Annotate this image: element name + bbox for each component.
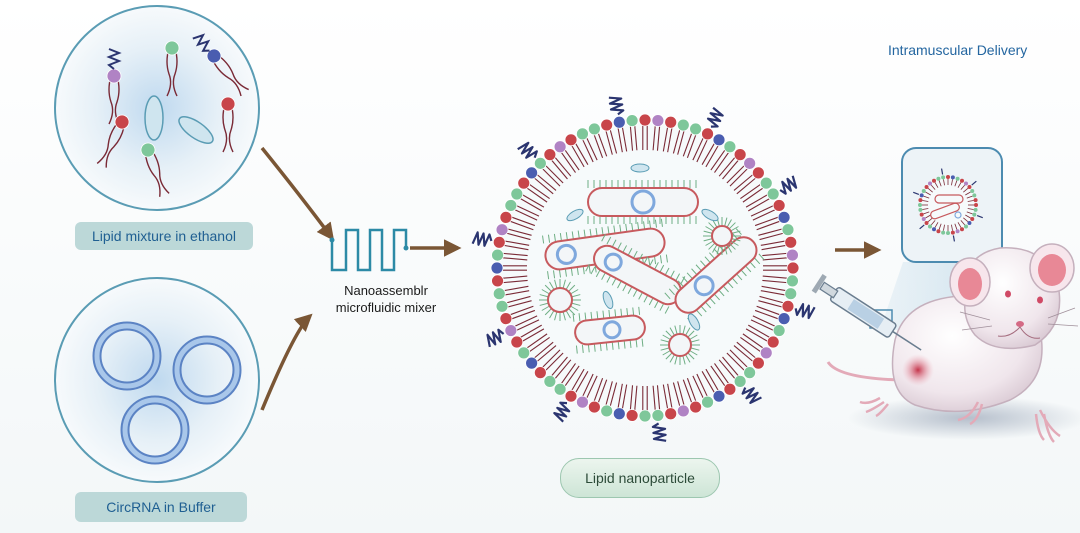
- syringe-icon: [811, 274, 922, 351]
- mini-nanoparticle-icon: [913, 168, 983, 242]
- ethanol-lipid-icon: [96, 33, 249, 197]
- mixer-label-line1: Nanoassemblr: [344, 283, 428, 298]
- lipid-nanoparticle-icon: [471, 96, 816, 442]
- circrna-ring-icon: [92, 321, 242, 465]
- flow-arrows: [260, 146, 882, 411]
- lnp-label: Lipid nanoparticle: [560, 458, 720, 498]
- delivery-title: Intramuscular Delivery: [888, 42, 1028, 58]
- lipid-mixture-panel: [54, 5, 260, 211]
- mixer-label: Nanoassemblr microfluidic mixer: [316, 282, 456, 316]
- mouse-icon: [826, 243, 1080, 443]
- circrna-label: CircRNA in Buffer: [75, 492, 247, 522]
- mixer-label-line2: microfluidic mixer: [335, 300, 437, 315]
- microfluidic-channel-icon: [329, 228, 409, 272]
- lipid-mixture-label: Lipid mixture in ethanol: [75, 222, 253, 250]
- circrna-panel: [54, 277, 260, 483]
